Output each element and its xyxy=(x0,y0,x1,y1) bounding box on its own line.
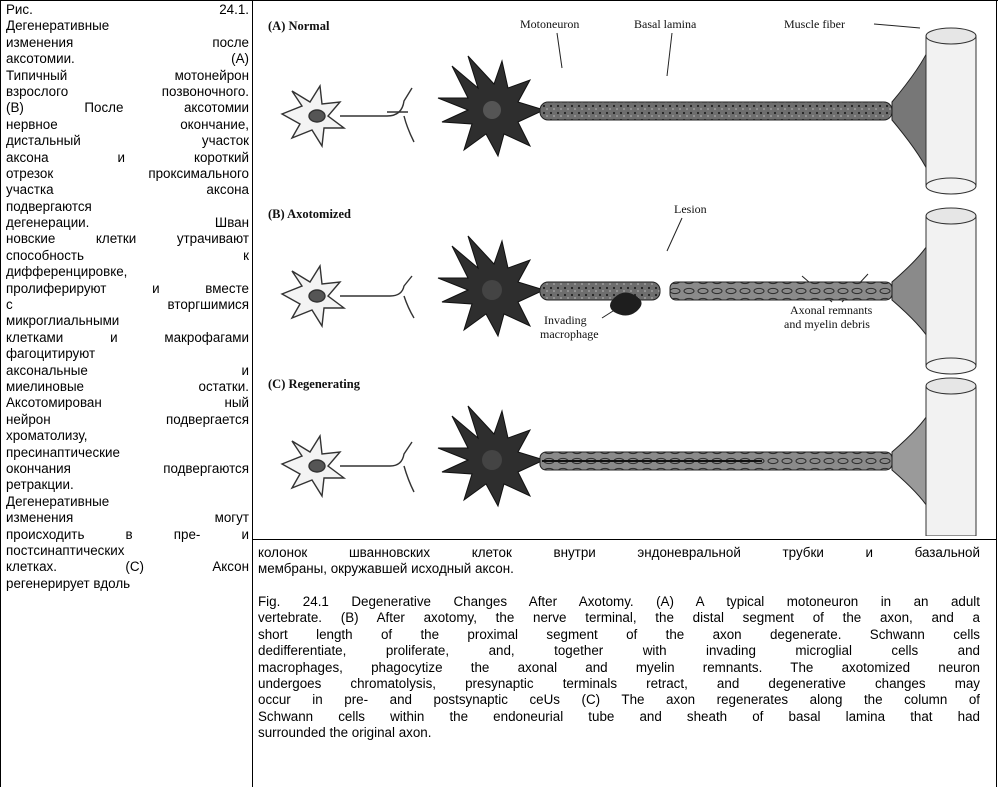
caption-line: миелиновые остатки. xyxy=(6,379,249,395)
label-leader xyxy=(667,218,682,251)
caption-line: способность к xyxy=(6,248,249,264)
caption-line: участка аксона xyxy=(6,182,249,198)
presynaptic-neuron-icon xyxy=(282,436,414,496)
axonal-remnants-label: Axonal remnants xyxy=(790,303,873,317)
presynaptic-neuron-icon xyxy=(282,86,414,146)
motoneuron-icon xyxy=(438,406,544,506)
caption-line: ретракции. xyxy=(6,477,249,493)
muscle-fiber-icon xyxy=(926,378,976,536)
caption-line: постсинаптических xyxy=(6,543,249,559)
russian-caption-column: Рис. 24.1. Дегенеративные изменения посл… xyxy=(6,2,249,592)
panel-a-normal: (A) Normal Motoneuron Basal lamina Muscl… xyxy=(268,17,976,194)
english-caption: Fig. 24.1 Degenerative Changes After Axo… xyxy=(258,594,980,742)
axotomy-figure: (A) Normal Motoneuron Basal lamina Muscl… xyxy=(262,6,986,536)
panel-label: (A) Normal xyxy=(268,19,330,33)
caption-line: дифференцировке, xyxy=(6,264,249,280)
english-caption-line: Fig. 24.1 Degenerative Changes After Axo… xyxy=(258,594,980,610)
figure-bottom-border xyxy=(252,539,997,540)
caption-line: Аксотомирован ный xyxy=(6,395,249,411)
muscle-fiber-icon xyxy=(926,208,976,374)
caption-line: с вторгшимися xyxy=(6,297,249,313)
english-caption-line: dedifferentiate, proliferate, and, toget… xyxy=(258,643,980,659)
caption-line: новские клетки утрачивают xyxy=(6,231,249,247)
table-top-border xyxy=(0,0,998,1)
continuation-line: мембраны, окружавшей исходный аксон. xyxy=(258,561,980,577)
caption-line: дегенерации. Шван xyxy=(6,215,249,231)
caption-line: отрезок проксимального xyxy=(6,166,249,182)
caption-line: Рис. 24.1. xyxy=(6,2,249,18)
caption-line: изменения после xyxy=(6,35,249,51)
english-caption-line: surrounded the original axon. xyxy=(258,725,980,741)
panel-label: (C) Regenerating xyxy=(268,377,361,391)
motoneuron-label: Motoneuron xyxy=(520,17,579,31)
english-caption-line: short length of the proximal segment of … xyxy=(258,627,980,643)
caption-line: клетках. (С) Аксон xyxy=(6,559,249,575)
caption-line: дистальный участок xyxy=(6,133,249,149)
caption-line: подвергаются xyxy=(6,199,249,215)
presynaptic-neuron-icon xyxy=(282,266,414,326)
caption-line: фагоцитируют xyxy=(6,346,249,362)
motoneuron-icon xyxy=(438,56,544,156)
caption-line: взрослого позвоночного. xyxy=(6,84,249,100)
english-caption-line: undergoes chromatolysis, presynaptic ter… xyxy=(258,676,980,692)
caption-line: (В) После аксотомии xyxy=(6,100,249,116)
motoneuron-icon xyxy=(438,236,544,336)
invading-label: Invading xyxy=(544,313,587,327)
english-caption-line: macrophages, phagocytize the axonal and … xyxy=(258,660,980,676)
caption-line: аксона и короткий xyxy=(6,150,249,166)
table-right-border xyxy=(996,0,997,787)
caption-line: Типичный мотонейрон xyxy=(6,68,249,84)
english-caption-line: vertebrate. (B) After axotomy, the nerve… xyxy=(258,610,980,626)
english-caption-line: Schwann cells within the endoneurial tub… xyxy=(258,709,980,725)
caption-line: хроматолизу, xyxy=(6,428,249,444)
proximal-axon xyxy=(540,282,660,300)
caption-line: нервное окончание, xyxy=(6,117,249,133)
label-leader xyxy=(557,33,562,68)
caption-line: клетками и макрофагами xyxy=(6,330,249,346)
caption-line: Дегенеративные xyxy=(6,494,249,510)
muscle-fiber-label: Muscle fiber xyxy=(784,17,845,31)
caption-line: пресинаптические xyxy=(6,445,249,461)
english-caption-line: occur in pre- and postsynaptic ceUs (C) … xyxy=(258,692,980,708)
panel-c-regenerating: (C) Regenerating xyxy=(268,377,976,536)
macrophage-label: macrophage xyxy=(540,327,599,341)
panel-b-axotomized: (B) Axotomized Lesion Axonal remnants an… xyxy=(268,202,976,374)
label-leader xyxy=(667,33,672,76)
caption-line: аксональные и xyxy=(6,363,249,379)
caption-line: происходить в пре- и xyxy=(6,527,249,543)
lesion-label: Lesion xyxy=(674,202,707,216)
muscle-fiber-icon xyxy=(926,28,976,194)
continuation-line: колонок шванновских клеток внутри эндоне… xyxy=(258,545,980,561)
caption-line: Дегенеративные xyxy=(6,18,249,34)
caption-line: микроглиальными xyxy=(6,313,249,329)
label-leader xyxy=(874,24,920,28)
myelinated-axon xyxy=(540,102,892,120)
caption-line: аксотомии. (А) xyxy=(6,51,249,67)
russian-continuation: колонок шванновских клеток внутри эндоне… xyxy=(258,545,980,578)
caption-line: регенерирует вдоль xyxy=(6,576,249,592)
panel-label: (B) Axotomized xyxy=(268,207,351,221)
caption-line: изменения могут xyxy=(6,510,249,526)
table-left-border xyxy=(0,0,1,787)
caption-line: окончания подвергаются xyxy=(6,461,249,477)
basal-lamina-label: Basal lamina xyxy=(634,17,697,31)
caption-line: нейрон подвергается xyxy=(6,412,249,428)
myelin-debris-label: and myelin debris xyxy=(784,317,870,331)
degenerating-axon xyxy=(670,282,892,300)
table-column-divider xyxy=(252,0,253,787)
caption-line: пролиферируют и вместе xyxy=(6,281,249,297)
